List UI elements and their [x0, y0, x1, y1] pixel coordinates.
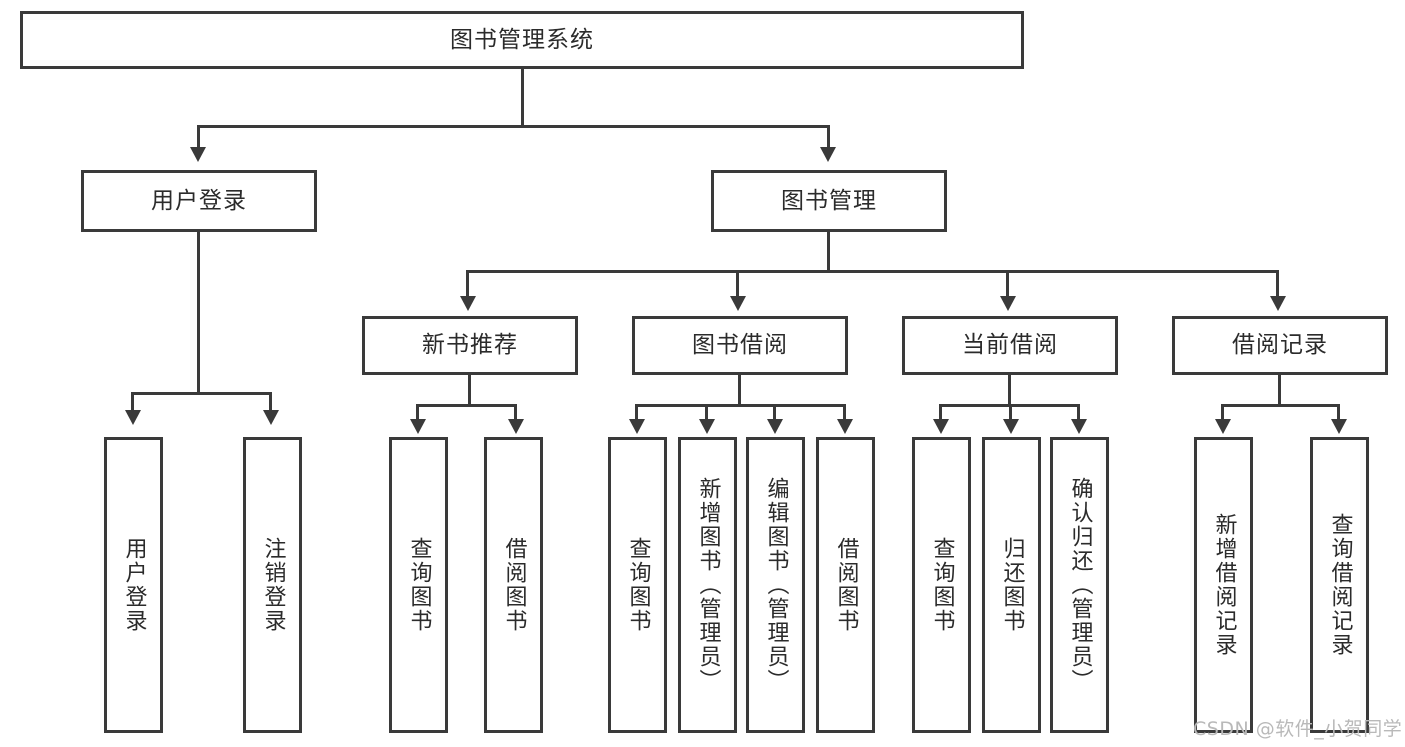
node-user-login-label: 用户登录 — [151, 187, 247, 214]
node-leaf-query-book-rec-label: 查询图书 — [406, 537, 432, 633]
arrow-to-leaf-confirm-return — [1071, 419, 1087, 434]
node-book-manage-label: 图书管理 — [781, 187, 877, 214]
node-leaf-borrow-book-rec-label: 借阅图书 — [501, 537, 527, 633]
node-book-borrow[interactable]: 图书借阅 — [632, 316, 848, 375]
node-leaf-logout[interactable]: 注销登录 — [243, 437, 302, 733]
connector-bb-drop-1 — [635, 404, 638, 419]
node-leaf-logout-label: 注销登录 — [260, 537, 286, 633]
node-book-manage[interactable]: 图书管理 — [711, 170, 947, 232]
connector-nbr-stem — [468, 375, 471, 404]
connector-bb-stem — [738, 375, 741, 404]
connector-user-login-stem — [197, 232, 200, 392]
connector-bm-drop-2 — [736, 270, 739, 296]
node-user-login[interactable]: 用户登录 — [81, 170, 317, 232]
node-leaf-add-record[interactable]: 新增借阅记录 — [1194, 437, 1253, 733]
node-leaf-return-book[interactable]: 归还图书 — [982, 437, 1041, 733]
watermark-text: CSDN @软件_小贺同学 — [1193, 718, 1403, 740]
arrow-to-leaf-query-book-rec — [410, 419, 426, 434]
connector-bm-drop-1 — [466, 270, 469, 296]
arrow-to-leaf-query-book-bor — [629, 419, 645, 434]
connector-root-bus — [197, 125, 829, 128]
arrow-to-user-login — [190, 147, 206, 162]
connector-bm-drop-4 — [1276, 270, 1279, 296]
connector-cb-drop-3 — [1077, 404, 1080, 419]
arrow-to-leaf-logout — [263, 410, 279, 425]
node-book-borrow-label: 图书借阅 — [692, 332, 788, 358]
arrow-to-book-borrow — [730, 296, 746, 311]
arrow-to-leaf-user-login — [125, 410, 141, 425]
connector-user-login-drop-2 — [269, 392, 272, 410]
node-leaf-query-book-rec[interactable]: 查询图书 — [389, 437, 448, 733]
node-leaf-return-book-label: 归还图书 — [999, 537, 1025, 633]
node-new-book-recommend-label: 新书推荐 — [422, 332, 518, 358]
connector-root-stem — [521, 69, 524, 125]
node-leaf-borrow-book-label: 借阅图书 — [833, 537, 859, 633]
connector-cb-drop-1 — [939, 404, 942, 419]
node-current-borrow[interactable]: 当前借阅 — [902, 316, 1118, 375]
connector-nbr-drop-1 — [416, 404, 419, 419]
node-leaf-query-record-label: 查询借阅记录 — [1327, 513, 1353, 657]
arrow-to-current-borrow — [1000, 296, 1016, 311]
arrow-to-leaf-edit-book — [767, 419, 783, 434]
node-leaf-confirm-return-label: 确认归还（管理员） — [1067, 477, 1093, 693]
connector-root-drop-left — [197, 125, 200, 147]
node-leaf-add-book[interactable]: 新增图书（管理员） — [678, 437, 737, 733]
node-current-borrow-label: 当前借阅 — [962, 332, 1058, 358]
arrow-to-borrow-record — [1270, 296, 1286, 311]
connector-user-login-bus — [131, 392, 271, 395]
node-leaf-query-book-bor-label: 查询图书 — [625, 537, 651, 633]
connector-user-login-drop-1 — [131, 392, 134, 410]
connector-br-drop-1 — [1221, 404, 1224, 419]
arrow-to-leaf-borrow-book — [837, 419, 853, 434]
node-leaf-borrow-book[interactable]: 借阅图书 — [816, 437, 875, 733]
node-leaf-borrow-book-rec[interactable]: 借阅图书 — [484, 437, 543, 733]
connector-cb-stem — [1008, 375, 1011, 404]
arrow-to-leaf-return-book — [1003, 419, 1019, 434]
node-leaf-query-book-cur[interactable]: 查询图书 — [912, 437, 971, 733]
connector-bb-bus — [635, 404, 846, 407]
connector-nbr-bus — [416, 404, 517, 407]
connector-br-drop-2 — [1337, 404, 1340, 419]
arrow-to-leaf-borrow-book-rec — [508, 419, 524, 434]
connector-book-manage-bus — [466, 270, 1278, 273]
connector-br-bus — [1221, 404, 1340, 407]
connector-bm-drop-3 — [1006, 270, 1009, 296]
connector-nbr-drop-2 — [514, 404, 517, 419]
arrow-to-leaf-query-record — [1331, 419, 1347, 434]
arrow-to-book-manage — [820, 147, 836, 162]
node-new-book-recommend[interactable]: 新书推荐 — [362, 316, 578, 375]
connector-root-drop-right — [827, 125, 830, 147]
node-leaf-user-login-label: 用户登录 — [121, 537, 147, 633]
node-leaf-query-record[interactable]: 查询借阅记录 — [1310, 437, 1369, 733]
node-borrow-record[interactable]: 借阅记录 — [1172, 316, 1388, 375]
node-borrow-record-label: 借阅记录 — [1232, 332, 1328, 358]
arrow-to-leaf-add-book — [699, 419, 715, 434]
arrow-to-new-book-recommend — [460, 296, 476, 311]
node-leaf-add-record-label: 新增借阅记录 — [1211, 513, 1237, 657]
arrow-to-leaf-add-record — [1215, 419, 1231, 434]
node-leaf-user-login[interactable]: 用户登录 — [104, 437, 163, 733]
node-root[interactable]: 图书管理系统 — [20, 11, 1024, 69]
connector-br-stem — [1278, 375, 1281, 404]
connector-bb-drop-2 — [705, 404, 708, 419]
connector-bb-drop-4 — [843, 404, 846, 419]
connector-bb-drop-3 — [773, 404, 776, 419]
node-leaf-edit-book[interactable]: 编辑图书（管理员） — [746, 437, 805, 733]
connector-book-manage-stem — [827, 232, 830, 270]
node-leaf-query-book-bor[interactable]: 查询图书 — [608, 437, 667, 733]
node-leaf-confirm-return[interactable]: 确认归还（管理员） — [1050, 437, 1109, 733]
node-leaf-add-book-label: 新增图书（管理员） — [695, 477, 721, 693]
node-leaf-query-book-cur-label: 查询图书 — [929, 537, 955, 633]
connector-cb-drop-2 — [1009, 404, 1012, 419]
arrow-to-leaf-query-book-cur — [933, 419, 949, 434]
node-root-label: 图书管理系统 — [450, 26, 594, 53]
node-leaf-edit-book-label: 编辑图书（管理员） — [763, 477, 789, 693]
